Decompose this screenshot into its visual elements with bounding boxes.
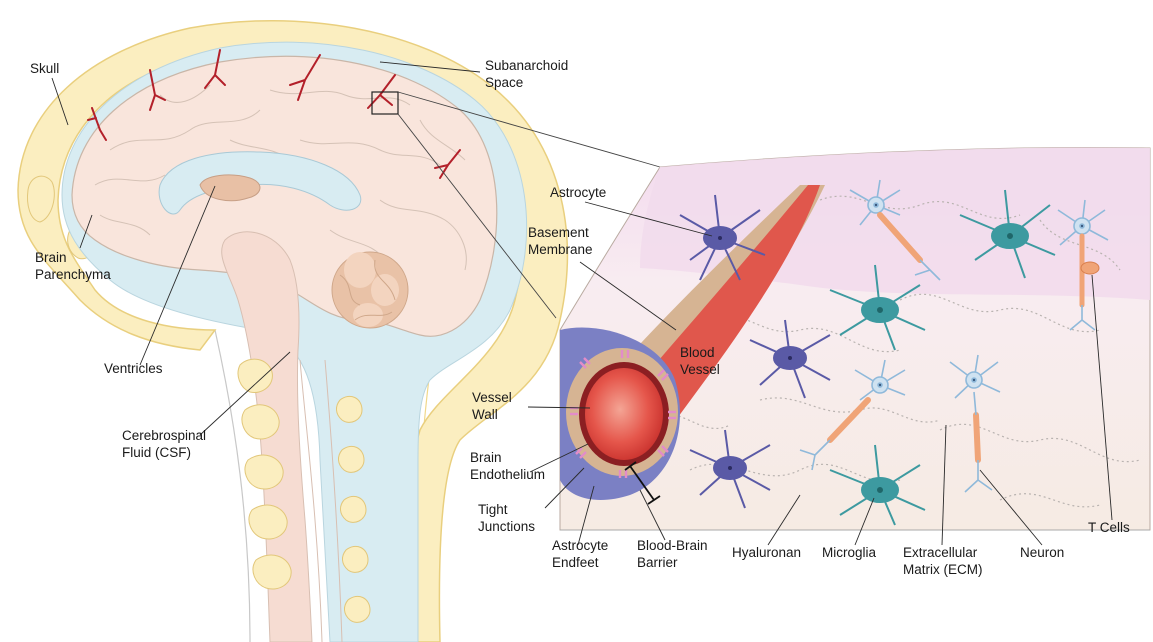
label-brain-endothelium: Brain Endothelium — [470, 450, 545, 482]
label-skull: Skull — [30, 61, 59, 76]
label-subarachnoid-space: Subanarchoid Space — [485, 58, 572, 90]
label-ventricles: Ventricles — [104, 361, 163, 376]
label-blood-brain-barrier: Blood-Brain Barrier — [637, 538, 711, 570]
label-microglia: Microglia — [822, 545, 877, 560]
label-astrocyte-endfeet: Astrocyte Endfeet — [552, 538, 612, 570]
label-neuron: Neuron — [1020, 545, 1064, 560]
cerebellum — [332, 252, 408, 328]
label-ecm: Extracellular Matrix (ECM) — [903, 545, 983, 577]
t-cell — [1081, 262, 1099, 274]
head-section — [18, 21, 567, 642]
label-hyaluronan: Hyaluronan — [732, 545, 801, 560]
label-tight-junctions: Tight Junctions — [478, 502, 535, 534]
label-t-cells: T Cells — [1088, 520, 1130, 535]
label-astrocyte: Astrocyte — [550, 185, 606, 200]
tissue-zoom-panel — [560, 147, 1150, 530]
label-csf: Cerebrospinal Fluid (CSF) — [122, 428, 210, 460]
